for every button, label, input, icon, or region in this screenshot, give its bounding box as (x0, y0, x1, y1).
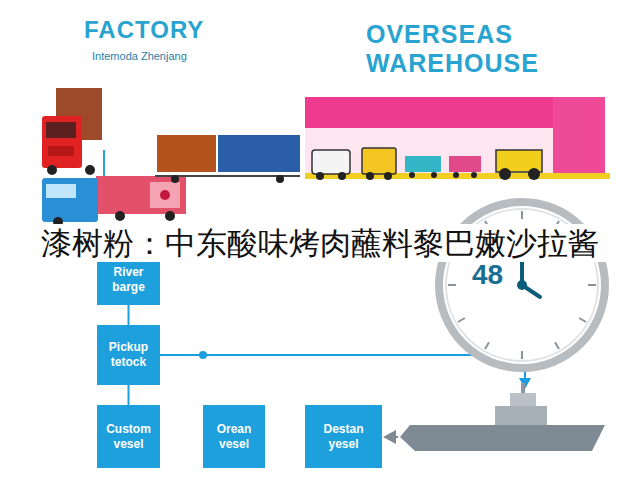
warehouse-heading: OVERSEAS WAREHOUSE (366, 20, 581, 78)
ship-mast (521, 383, 525, 393)
truck-window (46, 184, 76, 198)
wheel (85, 165, 95, 175)
ship-hull (400, 425, 605, 451)
truck-trailer (96, 176, 186, 214)
connector-line (128, 305, 130, 325)
box-label: Custom vesel (102, 422, 155, 452)
process-box: River barge (97, 255, 160, 305)
box-label: Destan yesel (310, 422, 377, 452)
wheel (171, 175, 179, 183)
wheel (115, 211, 125, 221)
ship-bridge (510, 393, 536, 406)
box-label: Orean vesel (208, 422, 260, 452)
truck-window (46, 122, 76, 138)
process-box: Orean vesel (203, 405, 265, 468)
watermark: 漆树粉：中东酸味烤肉蘸料黎巴嫩沙拉酱 (28, 224, 612, 262)
connector-line (128, 385, 130, 405)
warehouse-floor (305, 128, 553, 173)
trailer-panel (150, 182, 180, 208)
link-line (104, 150, 120, 180)
process-box: Custom vesel (97, 405, 160, 468)
cargo-container (218, 135, 300, 172)
truck-cab (42, 116, 82, 168)
ship-cabin (495, 406, 547, 425)
vehicle-wheels (316, 168, 540, 180)
cart (449, 156, 481, 172)
van (312, 150, 350, 174)
box-label: Pickup tetock (102, 340, 155, 370)
process-box: Destan yesel (305, 405, 382, 468)
cargo-container (157, 135, 216, 172)
factory-subtitle: Intemoda Zhenjang (92, 50, 252, 62)
flow-dot (199, 351, 207, 359)
small-truck (362, 148, 396, 174)
trailer-logo (160, 190, 170, 200)
wheel (47, 165, 57, 175)
cart (405, 156, 441, 172)
clock-number: 48 (472, 259, 503, 291)
truck-cab (42, 178, 98, 222)
arrow-head (383, 430, 396, 444)
warehouse-wall (553, 97, 605, 173)
wheel (165, 211, 175, 221)
warehouse-ground (305, 173, 610, 179)
wheel (276, 175, 284, 183)
factory-heading: FACTORY (84, 16, 284, 44)
process-box: Pickup tetock (97, 325, 160, 385)
box-label: River barge (102, 265, 155, 295)
truck-grille (48, 146, 74, 156)
